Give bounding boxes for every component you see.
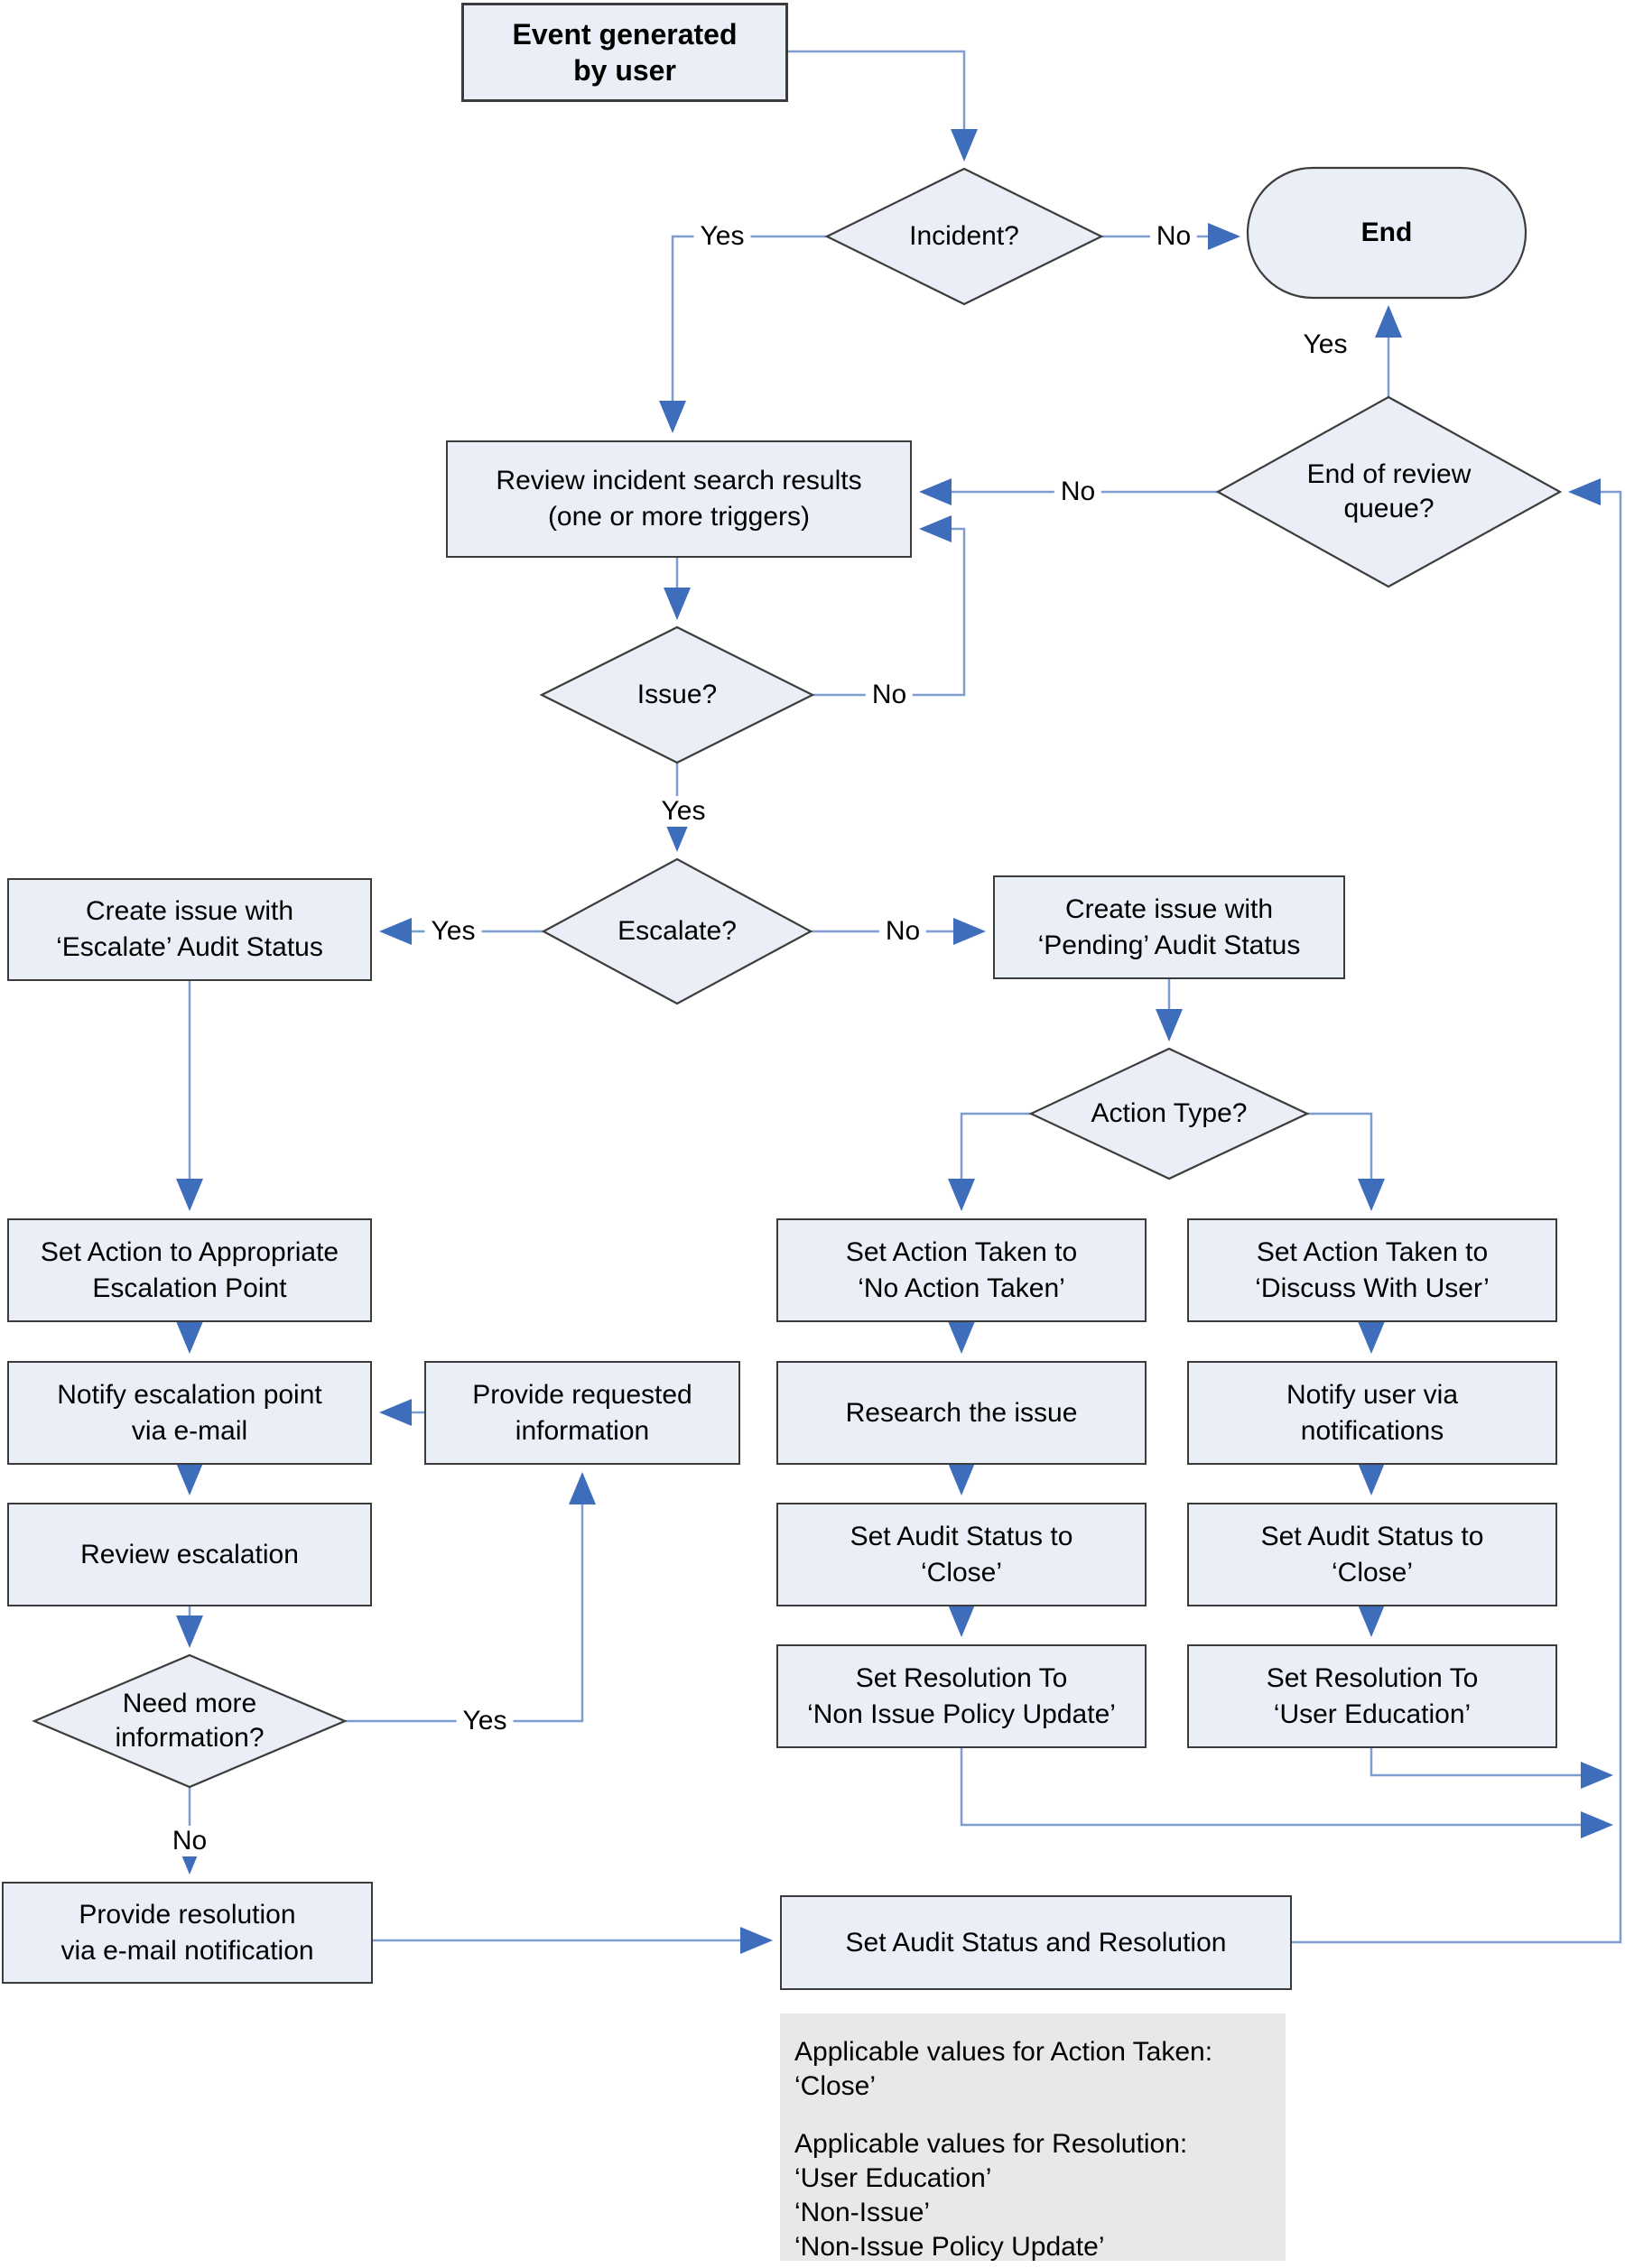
node-label: Review incident search results xyxy=(496,466,862,495)
node-set-action-escalation: Set Action to Appropriate Escalation Poi… xyxy=(7,1218,372,1322)
node-label: Escalation Point xyxy=(92,1273,287,1303)
edge-needmore-yes xyxy=(345,1472,596,1723)
node-label: Set Audit Status and Resolution xyxy=(845,1927,1227,1958)
node-label: via e-mail xyxy=(131,1415,248,1446)
escalate-diamond xyxy=(541,857,813,1005)
edge-label-needmore-yes: Yes xyxy=(456,1706,514,1736)
note-line: ‘Non-Issue’ xyxy=(794,2198,931,2227)
node-label: information xyxy=(515,1415,650,1446)
edge-label-incident-yes: Yes xyxy=(693,221,751,252)
end-terminator xyxy=(1246,166,1528,300)
edge-label-needmore-no: No xyxy=(165,1826,214,1856)
edge-label-issue-yes: Yes xyxy=(655,796,712,827)
edge-actiontype-left xyxy=(948,1112,1031,1211)
node-label: Event generated xyxy=(512,18,738,51)
node-label: Notify escalation point xyxy=(57,1379,322,1410)
end-of-review-queue-diamond xyxy=(1215,395,1563,588)
node-label: ‘No Action Taken’ xyxy=(858,1273,1065,1303)
node-label: Set Audit Status to xyxy=(850,1521,1073,1551)
node-provide-requested: Provide requested information xyxy=(424,1361,740,1465)
node-audit-close-right: Set Audit Status to ‘Close’ xyxy=(1187,1503,1557,1606)
node-label: ‘User Education’ xyxy=(1273,1699,1472,1729)
node-set-audit-resolution: Set Audit Status and Resolution xyxy=(780,1895,1292,1990)
node-create-pending: Create issue with ‘Pending’ Audit Status xyxy=(993,875,1345,979)
note-line: ‘Close’ xyxy=(794,2071,877,2101)
note-line: ‘Non-Issue Policy Update’ xyxy=(794,2232,1105,2262)
node-label: Set Action Taken to xyxy=(845,1236,1078,1267)
node-label: Provide resolution xyxy=(79,1899,296,1930)
node-label: ‘Non Issue Policy Update’ xyxy=(807,1699,1116,1729)
edge-actiontype-right xyxy=(1307,1112,1385,1211)
node-label: Provide requested xyxy=(472,1379,692,1410)
need-more-info-diamond xyxy=(32,1653,348,1789)
action-type-diamond xyxy=(1028,1047,1310,1180)
node-label: Review escalation xyxy=(80,1539,299,1569)
node-review-escalation: Review escalation xyxy=(7,1503,372,1606)
node-set-no-action: Set Action Taken to ‘No Action Taken’ xyxy=(776,1218,1147,1322)
node-label: Set Resolution To xyxy=(1266,1662,1479,1693)
edge-label-escalate-no: No xyxy=(878,916,927,947)
issue-diamond xyxy=(539,625,815,764)
edge-nipu-merge xyxy=(960,1748,1613,1838)
edge-usered-merge xyxy=(1370,1748,1613,1789)
node-provide-resolution: Provide resolution via e-mail notificati… xyxy=(2,1882,373,1984)
node-label: Set Action to Appropriate xyxy=(40,1236,339,1267)
node-label: ‘Close’ xyxy=(920,1557,1003,1588)
node-notify-escalation: Notify escalation point via e-mail xyxy=(7,1361,372,1465)
edge-event-to-incident xyxy=(788,50,978,162)
node-research-issue: Research the issue xyxy=(776,1361,1147,1465)
edge-setaudit-to-eorq xyxy=(1292,478,1622,1944)
node-label: Set Action Taken to xyxy=(1256,1236,1489,1267)
node-event-generated: Event generated by user xyxy=(461,3,788,102)
node-label: Notify user via xyxy=(1286,1379,1459,1410)
incident-diamond xyxy=(824,167,1104,306)
node-audit-close-mid: Set Audit Status to ‘Close’ xyxy=(776,1503,1147,1606)
edge-label-incident-no: No xyxy=(1149,221,1198,252)
node-resolution-user-education: Set Resolution To ‘User Education’ xyxy=(1187,1644,1557,1748)
node-label: ‘Discuss With User’ xyxy=(1255,1273,1490,1303)
note-line: ‘User Education’ xyxy=(794,2163,992,2193)
edge-incident-yes xyxy=(659,235,827,433)
node-resolution-non-issue-policy: Set Resolution To ‘Non Issue Policy Upda… xyxy=(776,1644,1147,1748)
node-set-discuss-user: Set Action Taken to ‘Discuss With User’ xyxy=(1187,1218,1557,1322)
edge-label-eorq-yes: Yes xyxy=(1296,329,1354,360)
node-label: via e-mail notification xyxy=(60,1935,314,1966)
node-label: Set Resolution To xyxy=(855,1662,1068,1693)
edge-label-escalate-yes: Yes xyxy=(424,916,482,947)
node-review-results: Review incident search results (one or m… xyxy=(446,440,912,558)
node-label: (one or more triggers) xyxy=(547,502,811,532)
node-label: Create issue with xyxy=(1064,893,1274,924)
note-line: Applicable values for Action Taken: xyxy=(794,2037,1213,2067)
applicable-values-note: Applicable values for Action Taken: ‘Clo… xyxy=(780,2013,1286,2262)
edge-label-issue-no: No xyxy=(865,680,914,710)
node-label: Set Audit Status to xyxy=(1260,1521,1484,1551)
node-label: ‘Pending’ Audit Status xyxy=(1037,930,1301,960)
node-label: by user xyxy=(573,54,676,87)
node-label: notifications xyxy=(1300,1415,1444,1446)
node-label: Create issue with xyxy=(85,896,294,926)
node-label: ‘Escalate’ Audit Status xyxy=(56,932,323,962)
node-create-escalate: Create issue with ‘Escalate’ Audit Statu… xyxy=(7,878,372,981)
node-notify-user: Notify user via notifications xyxy=(1187,1361,1557,1465)
node-label: ‘Close’ xyxy=(1331,1557,1414,1588)
note-line: Applicable values for Resolution: xyxy=(794,2129,1188,2159)
node-label: Research the issue xyxy=(845,1397,1078,1428)
edge-label-eorq-no: No xyxy=(1054,477,1102,507)
